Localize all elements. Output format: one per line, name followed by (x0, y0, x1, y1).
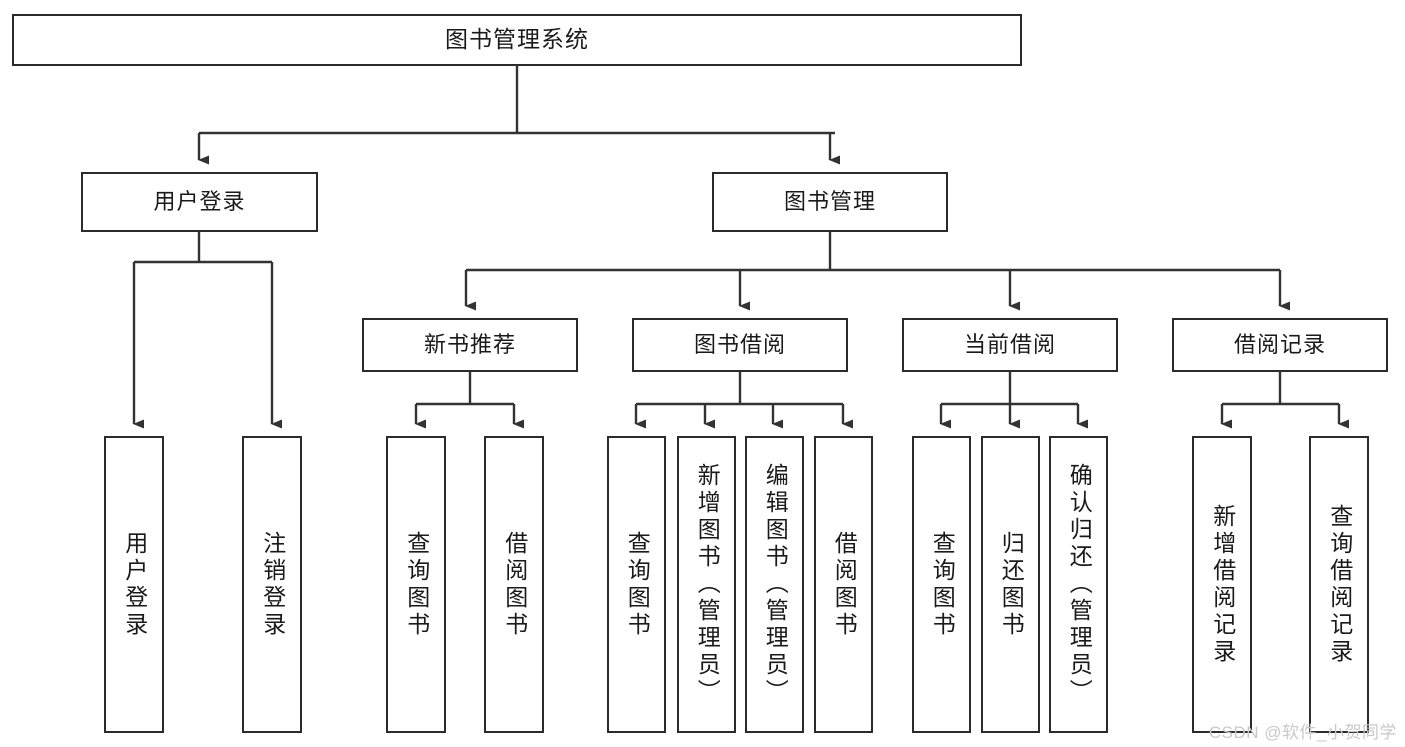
leaf-label: 归还图书 (998, 530, 1025, 639)
leaf-label: 查询图书 (624, 530, 651, 639)
leaf-user-logout[interactable]: 注销登录 (242, 436, 302, 733)
leaf-label: 新增借阅记录 (1209, 503, 1236, 666)
leaf-current-query-book[interactable]: 查询图书 (912, 436, 971, 733)
leaf-borrow-add-book-admin[interactable]: 新增图书（管理员） (677, 436, 736, 733)
leaf-label: 确认归还（管理员） (1066, 463, 1093, 706)
leaf-label: 查询图书 (929, 530, 956, 639)
leaf-label: 用户登录 (121, 530, 148, 639)
node-book-management[interactable]: 图书管理 (712, 172, 948, 232)
leaf-record-query-record[interactable]: 查询借阅记录 (1309, 436, 1369, 733)
leaf-borrow-borrow-book[interactable]: 借阅图书 (814, 436, 873, 733)
leaf-label: 注销登录 (259, 530, 286, 639)
leaf-newbook-borrow-book[interactable]: 借阅图书 (484, 436, 544, 733)
leaf-label: 借阅图书 (831, 530, 858, 639)
node-borrow-record[interactable]: 借阅记录 (1172, 318, 1388, 372)
node-current-borrow[interactable]: 当前借阅 (902, 318, 1118, 372)
leaf-label: 查询借阅记录 (1326, 503, 1353, 666)
leaf-newbook-query-book[interactable]: 查询图书 (386, 436, 446, 733)
node-new-book-recommend[interactable]: 新书推荐 (362, 318, 578, 372)
leaf-record-add-record[interactable]: 新增借阅记录 (1192, 436, 1252, 733)
leaf-borrow-edit-book-admin[interactable]: 编辑图书（管理员） (745, 436, 804, 733)
leaf-borrow-query-book[interactable]: 查询图书 (607, 436, 666, 733)
leaf-current-confirm-return-admin[interactable]: 确认归还（管理员） (1049, 436, 1108, 733)
node-root[interactable]: 图书管理系统 (12, 14, 1022, 66)
node-book-borrow[interactable]: 图书借阅 (632, 318, 848, 372)
leaf-current-return-book[interactable]: 归还图书 (981, 436, 1040, 733)
leaf-user-login[interactable]: 用户登录 (104, 436, 164, 733)
leaf-label: 借阅图书 (501, 530, 528, 639)
leaf-label: 新增图书（管理员） (694, 463, 721, 706)
node-user-login[interactable]: 用户登录 (81, 172, 318, 232)
leaf-label: 编辑图书（管理员） (762, 463, 789, 706)
leaf-label: 查询图书 (403, 530, 430, 639)
